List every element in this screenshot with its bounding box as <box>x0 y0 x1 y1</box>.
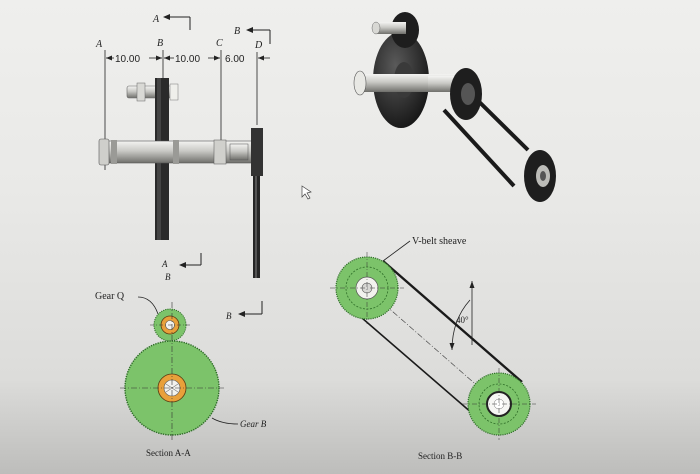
point-letter-c: C <box>216 38 223 49</box>
section-bb-view: V-belt sheave 40° Section B-B <box>330 236 536 461</box>
dimension-ab-value: 10.00 <box>115 54 140 65</box>
main-shaft-elevation <box>98 138 257 166</box>
angle-dimension: 40° <box>449 281 475 351</box>
section-arrow-a-mid: A B <box>161 253 202 282</box>
v-belt-upper <box>382 260 523 383</box>
elevation-view: A B A B C D 10.00 <box>95 14 271 321</box>
sheave-elevation <box>251 128 263 278</box>
section-aa-caption: Section A-A <box>146 448 191 458</box>
letter-a-top: A <box>152 14 160 25</box>
dimension-ab: 10.00 <box>106 54 162 65</box>
dimension-bc-value: 10.00 <box>175 54 200 65</box>
letter-a-mid: A <box>161 259 168 269</box>
dimension-cd: 6.00 <box>225 54 270 65</box>
section-arrow-a-top: A <box>152 14 191 30</box>
section-arrow-b-top: B <box>234 26 271 44</box>
dimension-cd-value: 6.00 <box>225 54 245 65</box>
gear-q-shaft-elevation <box>126 82 179 102</box>
gear-b-label: Gear B <box>240 419 267 429</box>
dimension-bc: 10.00 <box>164 54 220 65</box>
v-belt-sheave-label: V-belt sheave <box>412 236 467 247</box>
point-letter-b: B <box>157 38 163 49</box>
letter-b-top: B <box>234 26 240 37</box>
gear-q-label: Gear Q <box>95 291 125 302</box>
letter-b-mid: B <box>165 272 171 282</box>
section-bb-caption: Section B-B <box>418 451 462 461</box>
angle-label: 40° <box>456 315 469 325</box>
letter-b-bottom: B <box>226 311 232 321</box>
isometric-view <box>301 12 556 202</box>
point-letter-d: D <box>254 40 263 51</box>
section-aa-view: Gear Q Gear B Section A-A <box>95 291 267 458</box>
point-letter-a: A <box>95 39 103 50</box>
section-arrow-b-bottom: B <box>226 301 263 321</box>
v-belt-lower <box>346 304 481 421</box>
cursor-icon <box>301 185 312 200</box>
